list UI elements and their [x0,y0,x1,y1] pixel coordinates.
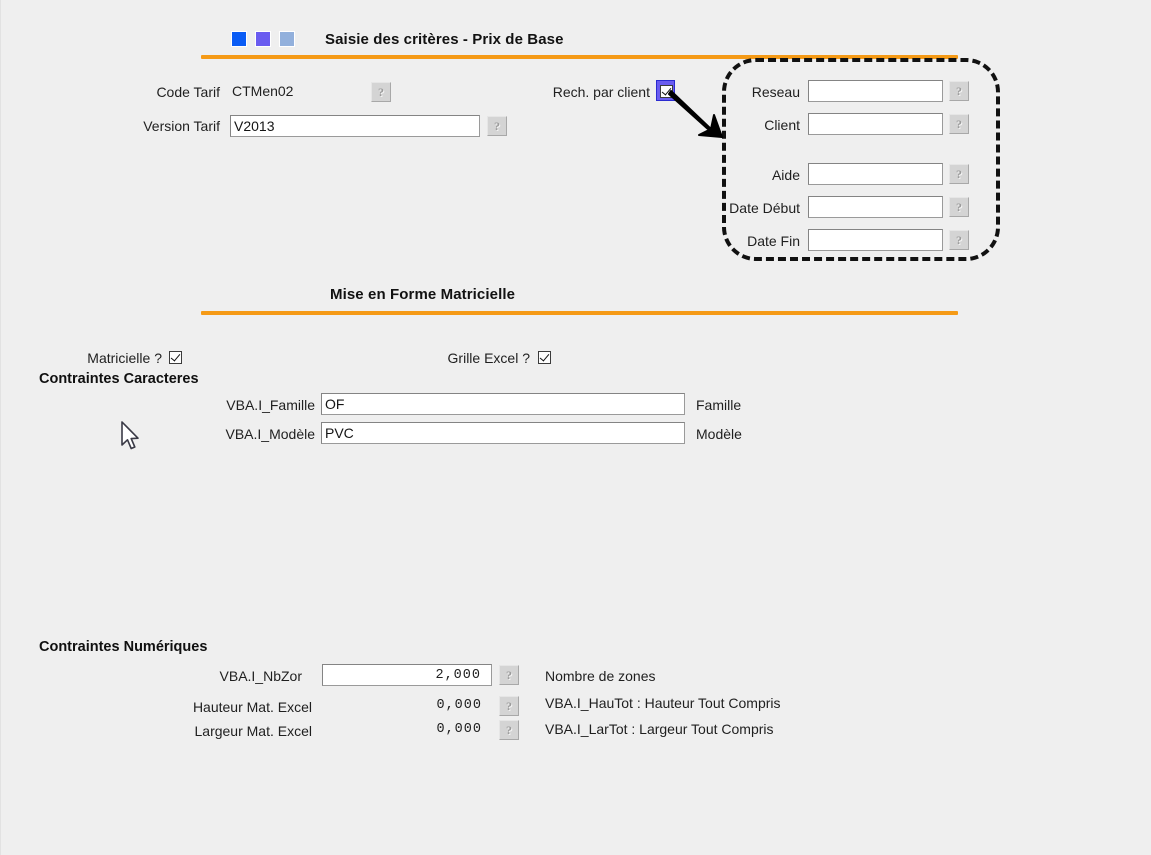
client-help-button[interactable]: ? [949,114,969,134]
reseau-input[interactable] [808,80,943,102]
hautot-help-button[interactable]: ? [499,696,519,716]
lartot-value: 0,000 [436,722,482,737]
contraintes-numeriques-heading: Contraintes Numériques [39,639,208,655]
client-panel-highlight-box [722,58,1000,261]
square-steel-icon [279,31,295,47]
lartot-description: VBA.I_LarTot : Largeur Tout Compris [545,721,774,737]
date-debut-label: Date Début [729,200,800,216]
famille-description: Famille [696,397,742,413]
grille-excel-checkbox[interactable] [538,351,551,364]
matricielle-section-title: Mise en Forme Matricielle [330,286,516,303]
annotation-arrow [668,90,723,138]
grille-excel-label: Grille Excel ? [447,350,530,366]
nbzor-var-label: VBA.I_NbZor [219,668,302,684]
version-tarif-input[interactable] [230,115,480,137]
code-tarif-help-button[interactable]: ? [371,82,391,102]
lartot-help-button[interactable]: ? [499,720,519,740]
date-debut-input[interactable] [808,196,943,218]
date-fin-input[interactable] [808,229,943,251]
mouse-cursor [121,421,139,450]
aide-input[interactable] [808,163,943,185]
square-blue-icon [231,31,247,47]
famille-input[interactable] [321,393,685,415]
lartot-var-label: Largeur Mat. Excel [194,723,313,739]
code-tarif-label: Code Tarif [156,84,220,100]
header-divider-rule [201,55,958,59]
aide-help-button[interactable]: ? [949,164,969,184]
date-fin-label: Date Fin [747,233,800,249]
window-left-edge [0,0,1,855]
aide-label: Aide [771,167,800,183]
matricielle-checkbox[interactable] [169,351,182,364]
client-label: Client [764,117,800,133]
modele-var-label: VBA.I_Modèle [225,426,316,442]
famille-var-label: VBA.I_Famille [226,397,315,413]
nbzor-help-button[interactable]: ? [499,665,519,685]
matricielle-label: Matricielle ? [87,350,162,366]
square-violet-icon [255,31,271,47]
date-debut-help-button[interactable]: ? [949,197,969,217]
nbzor-description: Nombre de zones [545,668,656,684]
page-title: Saisie des critères - Prix de Base [325,31,564,48]
client-input[interactable] [808,113,943,135]
matricielle-divider-rule [201,311,958,315]
hautot-var-label: Hauteur Mat. Excel [192,699,312,715]
reseau-label: Reseau [751,84,800,100]
modele-description: Modèle [696,426,742,442]
code-tarif-value: CTMen02 [232,83,294,99]
version-tarif-label: Version Tarif [143,118,220,134]
nbzor-input[interactable] [322,664,492,686]
hautot-value: 0,000 [436,698,482,713]
hautot-description: VBA.I_HauTot : Hauteur Tout Compris [545,695,781,711]
rech-par-client-label: Rech. par client [552,84,650,100]
contraintes-caracteres-heading: Contraintes Caracteres [39,371,199,387]
version-tarif-help-button[interactable]: ? [487,116,507,136]
modele-input[interactable] [321,422,685,444]
